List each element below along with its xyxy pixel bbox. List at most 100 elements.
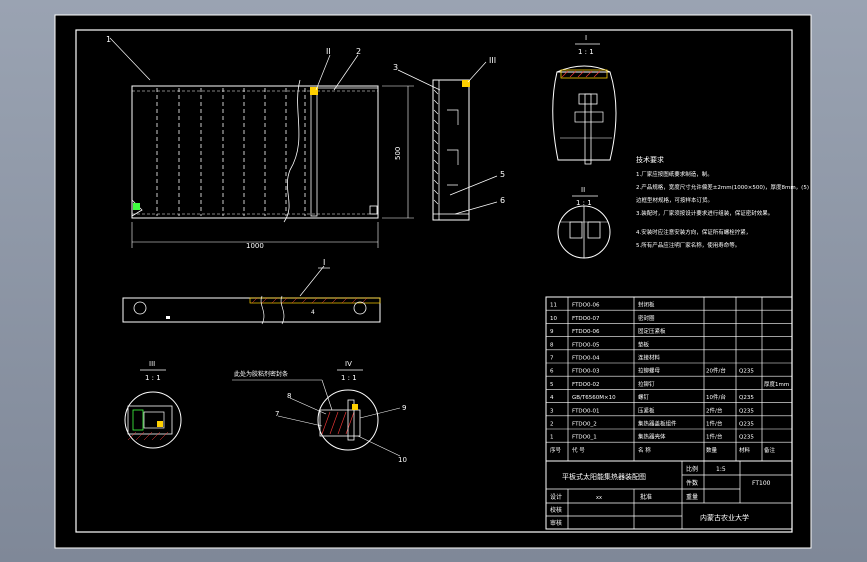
- detail-iv-label: IV: [345, 360, 352, 368]
- weight-label: 重量: [686, 493, 698, 501]
- section-label-i: I: [323, 258, 325, 267]
- bom-cell-code: FTDO0-01: [572, 408, 599, 414]
- bom-cell-mat: Q235: [739, 435, 754, 441]
- dim-small: 4: [311, 309, 315, 316]
- design-value: xx: [596, 495, 602, 501]
- detail-i-label: I: [585, 34, 587, 42]
- bom-cell-qty: 20件/台: [706, 367, 726, 375]
- bom-cell-no: 1: [550, 435, 554, 441]
- detail-ii-scale: 1 : 1: [576, 199, 592, 207]
- bom-cell-name: 垫板: [638, 340, 650, 348]
- bom-cell-name: 拉铆螺母: [638, 367, 661, 375]
- section-view: [122, 265, 381, 325]
- bom-cell-qty: 10件/台: [706, 393, 726, 401]
- bom-cell-name: 密封圈: [638, 314, 655, 322]
- bom-header-no: 序号: [550, 446, 562, 454]
- bom-cell-code: FTDO0-02: [572, 382, 599, 388]
- bom-cell-qty: 1件/台: [706, 420, 723, 428]
- design-label: 设计: [550, 493, 562, 501]
- bom-cell-qty: 2件/台: [706, 406, 723, 414]
- notes-line-6: 5.所有产品应注明厂家名称，使用寿命等。: [636, 241, 740, 249]
- bom-cell-code: FTDO0-05: [572, 342, 600, 348]
- bom-cell-no: 10: [550, 316, 557, 322]
- bom-header-qty: 数量: [706, 446, 718, 454]
- bom-cell-code: GB/T6560M×10: [572, 395, 616, 401]
- notes-line-5: 4.安装时应注意安装方向，保证所有螺栓拧紧，: [636, 228, 751, 236]
- bom-cell-mat: Q235: [739, 408, 754, 414]
- audit-label: 审核: [550, 519, 562, 527]
- bom-cell-code: FTDO0_1: [572, 435, 597, 441]
- bom-cell-no: 2: [550, 422, 554, 428]
- label-part-10: 10: [398, 456, 407, 464]
- label-part-9: 9: [402, 404, 406, 412]
- side-view: [397, 61, 498, 221]
- detail-iii-label: III: [149, 360, 155, 368]
- detail-ii-label: II: [581, 186, 585, 194]
- bom-cell-name: 集热器盖板组件: [638, 420, 677, 428]
- drawing-title: 平板式太阳能集热器装配图: [562, 472, 646, 481]
- detail-iii-scale: 1 : 1: [145, 374, 161, 382]
- bom-cell-code: FTDO0-06: [572, 303, 600, 309]
- bom-cell-code: FTDO0_2: [572, 422, 597, 428]
- bom-cell-name: 集热器壳体: [638, 433, 666, 441]
- bom-cell-no: 11: [550, 303, 557, 309]
- label-roman-ii: II: [326, 47, 331, 56]
- bom-header-mat: 材料: [739, 446, 751, 454]
- count-label: 件数: [686, 479, 698, 487]
- scale-value: 1:5: [716, 466, 726, 473]
- label-part-3: 3: [393, 63, 398, 72]
- company-name: 内蒙古农业大学: [700, 513, 749, 522]
- bom-header-note: 备注: [764, 446, 776, 454]
- notes-line-3: 边框型材规格，可按样本订货。: [636, 196, 713, 204]
- check-label: 校核: [550, 506, 562, 514]
- dim-height: 500: [394, 147, 402, 160]
- bom-cell-name: 连接材料: [638, 354, 661, 362]
- bom-cell-name: 螺钉: [638, 393, 650, 401]
- bom-cell-no: 9: [550, 329, 554, 335]
- detail-i-scale: 1 : 1: [578, 48, 594, 56]
- label-part-6: 6: [500, 196, 505, 205]
- bom-cell-no: 8: [550, 342, 554, 348]
- bom-cell-name: 压紧板: [638, 406, 655, 414]
- detail-ii: [557, 195, 611, 259]
- detail-iv-scale: 1 : 1: [341, 374, 357, 382]
- bom-cell-note: 厚度1mm: [764, 380, 789, 388]
- collector-outline: [131, 85, 379, 219]
- dim-width: 1000: [246, 242, 264, 250]
- drawing-number: FT100: [752, 480, 771, 487]
- bom-cell-no: 7: [550, 356, 554, 362]
- label-part-7: 7: [275, 410, 279, 418]
- bom-cell-name: 拉铆钉: [638, 380, 655, 388]
- bom-cell-no: 6: [550, 369, 554, 375]
- bom-cell-code: FTDO0-03: [572, 369, 600, 375]
- bom-cell-no: 4: [550, 395, 554, 401]
- bom-cell-mat: Q235: [739, 369, 754, 375]
- label-part-8: 8: [287, 392, 291, 400]
- bom-cell-mat: Q235: [739, 395, 754, 401]
- label-part-2: 2: [356, 47, 361, 56]
- bom-header-code: 代 号: [572, 446, 585, 454]
- bom-cell-no: 3: [550, 408, 554, 414]
- notes-line-1: 1.厂家应按图纸要求制造，制。: [636, 170, 713, 178]
- label-roman-iii: III: [489, 56, 496, 65]
- notes-line-2: 2.产品规格，宽度尺寸允许偏差±2mm(1000×500)，厚度8mm，(5): [636, 183, 809, 191]
- detail-iii: [124, 369, 182, 449]
- notes-title: 技术要求: [636, 155, 664, 164]
- bom-cell-mat: Q235: [739, 422, 754, 428]
- bom-cell-no: 5: [550, 382, 554, 388]
- bom-cell-qty: 1件/台: [706, 433, 723, 441]
- label-part-1: 1: [106, 35, 111, 44]
- technical-notes: 技术要求 1.厂家应按图纸要求制造，制。 2.产品规格，宽度尺寸允许偏差±2mm…: [636, 155, 809, 249]
- detail-i: [552, 43, 617, 165]
- bom-header-name: 名 称: [638, 446, 651, 454]
- bom-cell-code: FTDO0-06: [572, 329, 600, 335]
- label-part-5: 5: [500, 170, 505, 179]
- bom-cell-name: 封闭板: [638, 301, 655, 309]
- detail-iv: [232, 369, 401, 457]
- bom-cell-code: FTDO0-07: [572, 316, 600, 322]
- notes-line-4: 3.装配时，厂家须按设计要求进行组装，保证密封效果。: [636, 209, 773, 217]
- title-block: [545, 460, 793, 530]
